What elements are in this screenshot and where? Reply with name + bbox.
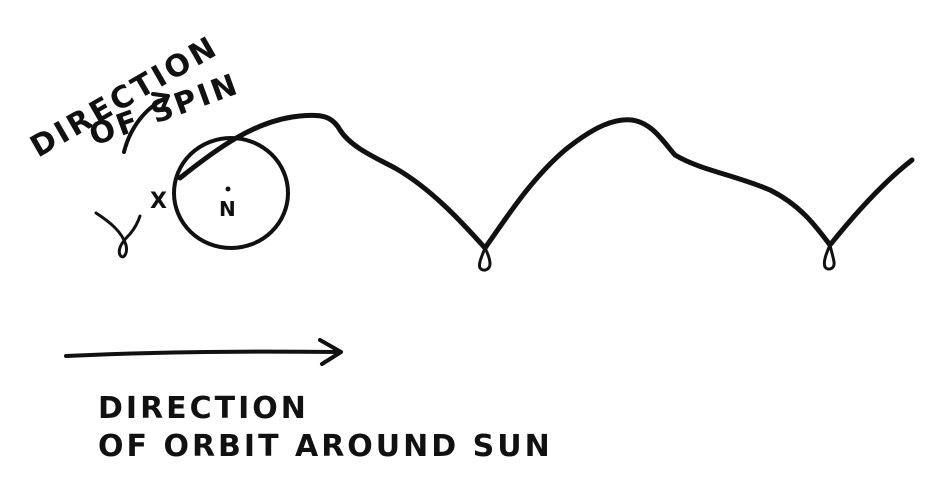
- rotating-body-circle: [172, 136, 290, 250]
- point-n-dot: [225, 186, 231, 192]
- point-n-label: N: [219, 197, 239, 221]
- orbit-arrow-head: [318, 338, 343, 366]
- cusp-loop-right: [822, 243, 836, 271]
- spin-arrow-head: [151, 92, 170, 112]
- orbit-label-line1: DIRECTION: [98, 391, 309, 426]
- orbit-direction-arrow: [64, 349, 340, 358]
- cusp-loop-middle: [478, 246, 492, 272]
- point-x-label: X: [150, 189, 170, 214]
- spin-direction-arrow: [122, 96, 168, 154]
- orbit-label-line2: OF ORBIT AROUND SUN: [98, 429, 553, 464]
- cusp-loop-left: [94, 211, 142, 259]
- cycloid-trace-path: [177, 112, 915, 251]
